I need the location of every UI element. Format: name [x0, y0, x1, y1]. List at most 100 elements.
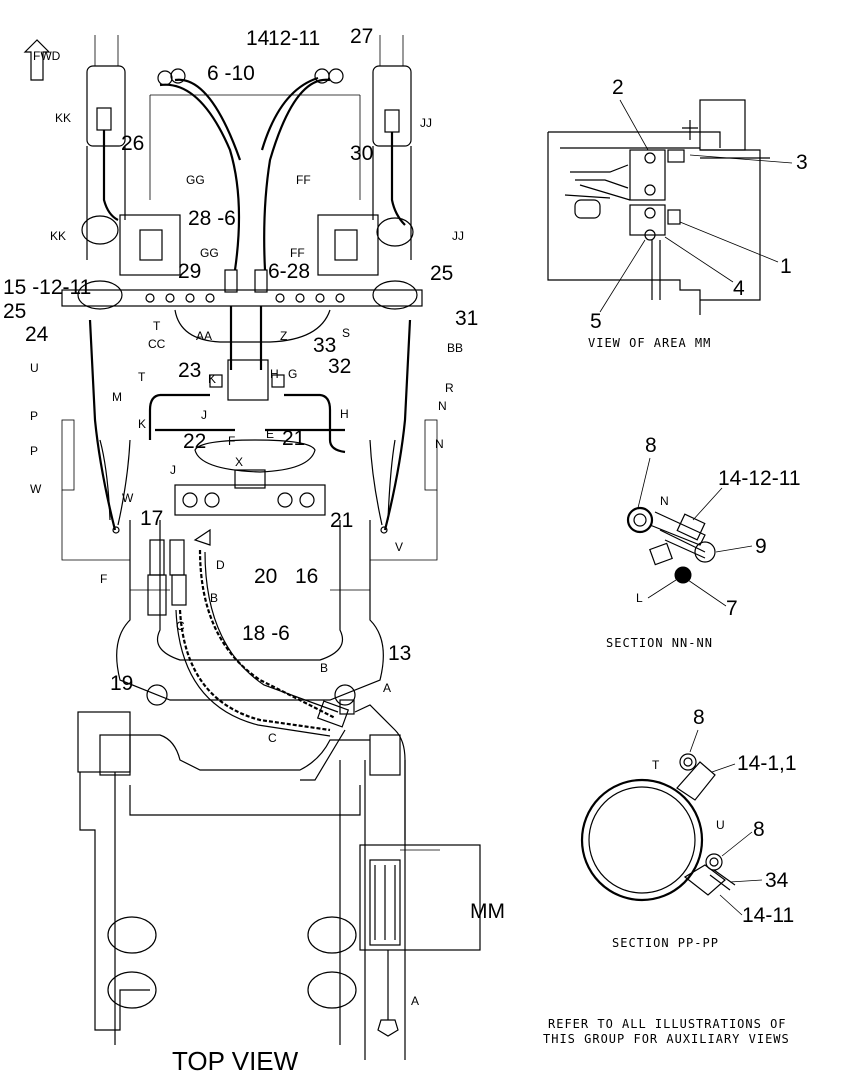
callout: 3: [796, 151, 808, 174]
letter-label: F: [100, 572, 107, 586]
pp-callouts: 8 14-1,1 8 34 14-11 T U: [652, 706, 797, 927]
callout: 15 -12-11: [3, 276, 91, 299]
refer-note-line1: REFER TO ALL ILLUSTRATIONS OF: [548, 1017, 787, 1031]
callout: 31: [455, 307, 478, 330]
callout: 6 -10: [207, 62, 255, 85]
callout: 30: [350, 142, 373, 165]
letter-label: GG: [200, 246, 219, 260]
nn-leaders: [637, 457, 753, 607]
letter-label: AA: [196, 329, 212, 343]
letter-label: F: [228, 434, 235, 448]
letter-label: K: [138, 417, 146, 431]
letter-label: E: [266, 427, 274, 441]
callout: 33: [313, 334, 336, 357]
refer-note-line2: THIS GROUP FOR AUXILIARY VIEWS: [543, 1032, 790, 1046]
callout: 8: [753, 818, 765, 841]
callout: 7: [726, 597, 738, 620]
letter-label: D: [216, 558, 225, 572]
letter-label: P: [30, 444, 38, 458]
letter-label: JJ: [420, 116, 432, 130]
letter-label: G: [288, 367, 297, 381]
letter-label: T: [153, 319, 161, 333]
letter-label: C: [176, 619, 185, 633]
letter-label: S: [342, 326, 350, 340]
letter-label: N: [435, 437, 444, 451]
letter-label: T: [138, 370, 146, 384]
callout: 12-11: [268, 27, 320, 50]
letter-label: GG: [186, 173, 205, 187]
section-nn-drawing: [626, 506, 716, 584]
callout: 14-11: [742, 904, 794, 927]
view-mm-caption: VIEW OF AREA MM: [588, 336, 711, 350]
main-callouts: 14 12-11 27 6 -10 26 30 28 -6 29 6-28 15…: [3, 25, 505, 923]
letter-label: BB: [447, 341, 463, 355]
letter-label: U: [716, 818, 725, 832]
pp-leaders: [689, 729, 763, 916]
callout: 22: [183, 430, 206, 453]
letter-label: M: [112, 390, 122, 404]
callout: 1: [780, 255, 792, 278]
mm-leaders: [599, 99, 793, 313]
callout: 25: [3, 300, 26, 323]
callout: 2: [612, 76, 624, 99]
letter-label: JJ: [452, 229, 464, 243]
callout: 34: [765, 869, 789, 892]
letter-label: W: [30, 482, 42, 496]
letter-label: C: [268, 731, 277, 745]
letter-label: H: [340, 407, 349, 421]
nn-callouts: 8 14-12-11 9 7 N L: [636, 434, 801, 620]
letter-label: N: [660, 494, 669, 508]
callout: 8: [645, 434, 657, 457]
letter-label: A: [411, 994, 419, 1008]
letter-label: W: [122, 491, 134, 505]
callout: 26: [121, 132, 144, 155]
callout: 21: [330, 509, 353, 532]
section-pp-caption: SECTION PP-PP: [612, 936, 719, 950]
letter-label: U: [30, 361, 39, 375]
view-area-mm-drawing: [547, 99, 770, 315]
callout: 14: [246, 27, 270, 50]
callout: 4: [733, 277, 745, 300]
callout: 25: [430, 262, 453, 285]
letter-label: FF: [290, 246, 305, 260]
callout: 13: [388, 642, 411, 665]
letter-label: R: [445, 381, 454, 395]
callout: 6-28: [268, 260, 310, 283]
callout: 16: [295, 565, 318, 588]
section-pp-drawing: [580, 753, 736, 902]
fwd-label: FWD: [33, 49, 61, 63]
callout: 9: [755, 535, 767, 558]
callout: 23: [178, 359, 201, 382]
callout: 27: [350, 25, 373, 48]
letter-label: KK: [55, 111, 71, 125]
letter-label: P: [30, 409, 38, 423]
letter-label: FF: [296, 173, 311, 187]
mm-callouts: 2 3 1 4 5: [590, 76, 808, 333]
letter-label: J: [201, 408, 207, 422]
letter-label: L: [636, 591, 643, 605]
letter-label: H: [270, 367, 279, 381]
callout: 20: [254, 565, 277, 588]
callout: 29: [178, 260, 201, 283]
letter-label: CC: [148, 337, 166, 351]
letter-label: B: [320, 661, 328, 675]
callout: 32: [328, 355, 351, 378]
letter-label: J: [170, 463, 176, 477]
letter-label: A: [383, 681, 391, 695]
letter-label: Z: [280, 329, 287, 343]
letter-label: KK: [50, 229, 66, 243]
callout: 14-1,1: [737, 752, 797, 775]
callout: 8: [693, 706, 705, 729]
callout: 24: [25, 323, 49, 346]
forward-arrow-icon: FWD: [23, 39, 61, 81]
top-view-title: TOP VIEW: [172, 1046, 299, 1076]
callout: 17: [140, 507, 163, 530]
callout: 28 -6: [188, 207, 236, 230]
letter-label: B: [210, 591, 218, 605]
letter-label: N: [438, 399, 447, 413]
callout: 18 -6: [242, 622, 290, 645]
main-letters: KK JJ GG FF KK JJ GG FF T CC AA Z S BB U…: [30, 111, 464, 1008]
letter-label: V: [395, 540, 403, 554]
letter-label: K: [208, 372, 216, 386]
